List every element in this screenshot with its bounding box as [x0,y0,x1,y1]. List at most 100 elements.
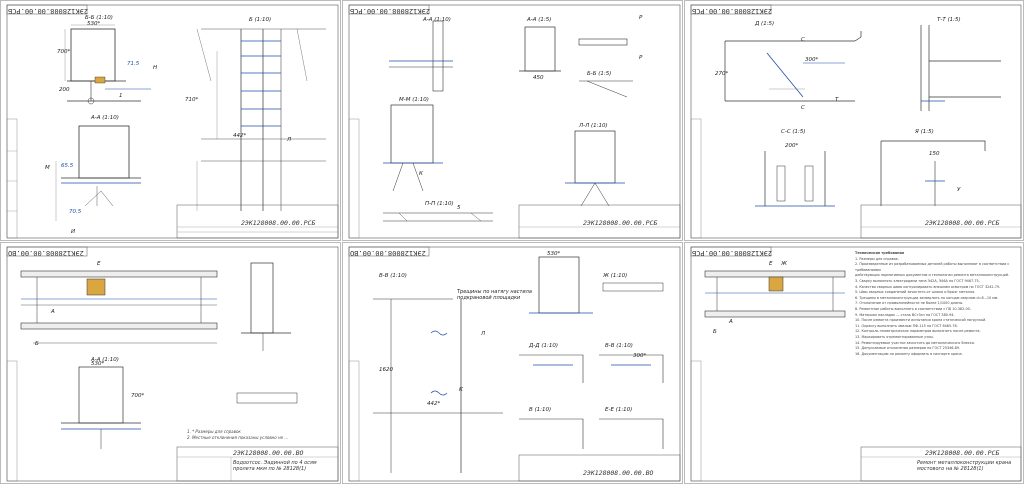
note-line: 3. Сварку выполнять электродами типа Э42… [855,278,980,283]
view-label: А-А (1:5) [527,17,552,23]
section-mark: Е [97,261,101,267]
dim-label: 200 [59,87,70,93]
dim-label: 300* [633,353,647,359]
sheet-stamp: 2ЭК128008.00.00.ВО [350,249,426,257]
section-mark: А [51,309,55,315]
view-label: Т-Т (1:5) [937,17,961,23]
sheet-1-graphics [6,4,339,239]
note-line: 16. Документацию по ремонту оформить в п… [855,351,963,356]
view-label: Б (1:10) [249,17,272,23]
note-line: 1. * Размеры для справок [187,429,241,434]
section-mark: Б [35,341,39,347]
section-mark: М [45,165,50,171]
dim-label: 530* [87,21,101,27]
note-line: 4. Качество сварных швов контролировать … [855,284,1001,289]
note-line: 13. Маркировать отремонтированные узлы. [855,334,934,339]
section-mark: А [729,319,733,325]
dim-label: 710* [185,97,199,103]
section-mark: Е [769,261,773,267]
sheet-2-graphics [348,4,681,239]
sheet-title: Водоотсос. Эадинной по 4 осям пролета мк… [233,460,317,472]
section-mark: Р [639,55,643,61]
sheet-title: Ремонт металлоконструкции крана мостовог… [917,460,1012,472]
section-mark: Л [481,331,486,337]
drawing-sheet-3: 2ЭК128008.00.00.РСБ 2ЭК128008.00.00.РСБ … [684,0,1024,241]
sheet-5-graphics [348,246,681,482]
drawing-sheet-6: 2ЭК128008.00.00.РСБ 2ЭК128008.00.00.РСБ … [684,242,1024,484]
section-mark: У [957,187,961,193]
dim-label: 700* [131,393,145,399]
weld-label: 70.5 [69,209,82,215]
section-mark: Ж [781,261,787,267]
sheet-code: 2ЭК128008.00.00.РСБ [241,219,316,227]
dim-label: 700* [57,49,71,55]
sheet-code: 2ЭК128008.00.00.РСБ [583,219,658,227]
sheet-3-graphics [690,4,1022,239]
view-label: Я (1:5) [915,129,934,135]
view-label: В-В (1:10) [379,273,407,279]
section-mark: С [801,37,805,43]
note-line: 2. Произведенные из разрабатываемых дета… [855,262,1010,272]
dim-label: 530* [91,361,105,367]
note-line: 14. Ремонтируемые участки зачистить до м… [855,340,975,345]
sheet-4-graphics [6,246,339,482]
view-label: А-А (1:10) [423,17,451,23]
weld-label: 71.5 [127,61,140,67]
dim-label: 442* [233,133,247,139]
note-line: 12. Контроль геометрических параметров в… [855,329,981,334]
dim-label: 150 [929,151,940,157]
sheet-6-graphics [690,246,1022,482]
note-line: 9. Материал накладок — сталь ВСт3сп по Г… [855,312,955,317]
dim-label: 270* [715,71,729,77]
weld-label: 65.5 [61,163,74,169]
note-line: 7. Отклонение от прямолинейности не боле… [855,301,964,306]
view-label: Е-Е (1:10) [605,407,633,413]
dim-label: 1620 [379,367,393,373]
drawing-sheet-5: 2ЭК128008.00.00.ВО 2ЭК128008.00.00.ВО В-… [342,242,683,484]
view-label: П-П (1:10) [425,201,454,207]
dim-label: 442* [427,401,441,407]
sheet-code: 2ЭК128008.00.00.ВО [583,469,654,477]
note-line: 15. Допускаемые отклонения размеров по Г… [855,346,961,351]
note-line: 6. Трещины в металлоконструкции засверли… [855,295,999,300]
section-mark: 5 [457,205,461,211]
sheet-stamp: 2ЭК128008.00.00.РСБ [8,7,89,15]
note-line: 11. Окраску выполнить эмалью ПФ-115 по Г… [855,323,958,328]
section-mark: Т [835,97,839,103]
annotation-text: Трещины по натягу настила подкрановой пл… [457,289,532,301]
view-label: Б-Б (1:10) [85,15,113,21]
sheet-code: 2ЭК128008.00.00.РСБ [925,219,1000,227]
note-line: 2. Местные отклонения показаны условно н… [187,435,289,440]
note-line: действующих нормативных документов и тех… [855,273,1010,278]
note-line: 1. Размеры для справок. [855,256,899,261]
note-line: 8. Ремонтные работы выполнять в соответс… [855,306,971,311]
view-label: В-В (1:10) [605,343,633,349]
drawing-sheet-4: 2ЭК128008.00.00.ВО 2ЭК128008.00.00.ВО Во… [0,242,341,484]
section-mark: С [801,105,805,111]
section-mark: Б [713,329,717,335]
view-label: В (1:10) [529,407,552,413]
view-label: А-А (1:10) [91,357,119,363]
sheet-code: 2ЭК128008.00.00.РСБ [925,449,1000,457]
view-label: Л-Л (1:10) [579,123,608,129]
dim-label: 450 [533,75,544,81]
view-label: Ж (1:10) [603,273,628,279]
view-label: Д (1:5) [755,21,775,27]
section-mark: Р [639,15,643,21]
sheet-stamp: 2ЭК128008.00.00.РСБ [692,7,773,15]
section-mark: Л [287,137,292,143]
view-label: Д-Д (1:10) [529,343,558,349]
view-label: Б-Б (1:5) [587,71,612,77]
sheet-stamp: 2ЭК128008.00.00.РСБ [350,7,431,15]
section-mark: И [71,229,76,235]
sheet-stamp: 2ЭК128008.00.00.ВО [8,249,84,257]
section-mark: К [459,387,463,393]
sheet-code: 2ЭК128008.00.00.ВО [233,449,304,457]
section-mark: Н [153,65,158,71]
view-label: С-С (1:5) [781,129,806,135]
note-line: 10. После ремонта произвести испытания к… [855,318,987,323]
notes-title: Технические требования [855,251,905,255]
dim-label: 530* [547,251,561,257]
sheet-stamp: 2ЭК128008.00.00.РСБ [692,249,773,257]
section-mark: К [419,171,423,177]
